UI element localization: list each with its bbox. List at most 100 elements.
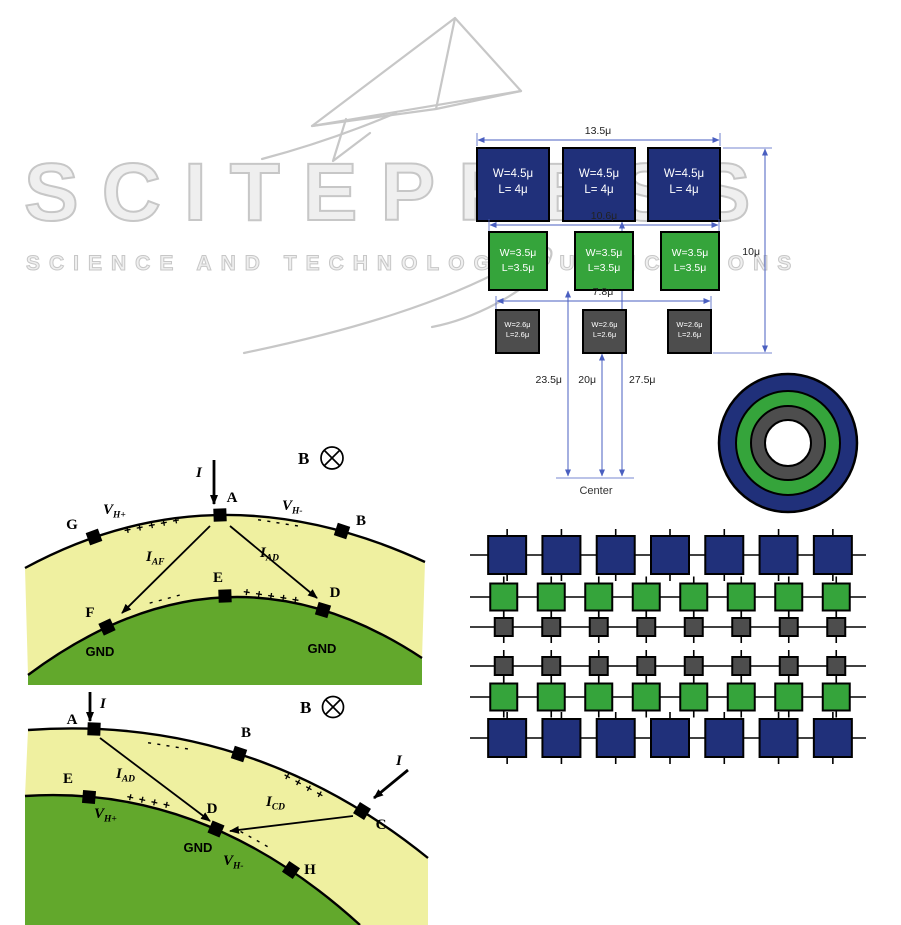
blue-device-square bbox=[647, 147, 721, 222]
v-minus-base: V bbox=[223, 853, 235, 869]
blue-row-bottom bbox=[470, 712, 866, 764]
dim-label-23-5: 23.5μ bbox=[536, 374, 563, 386]
contact-g bbox=[85, 528, 103, 546]
device-cell bbox=[489, 682, 519, 712]
contact-a bbox=[87, 722, 101, 736]
minus-charges-outer: - - - - - bbox=[257, 512, 301, 532]
v-minus-sub: H- bbox=[291, 507, 303, 517]
device-cell bbox=[650, 535, 690, 575]
point-label-b: B bbox=[356, 513, 366, 529]
contact-h bbox=[281, 860, 301, 880]
plane-fold-lines bbox=[310, 16, 523, 128]
icd-base: I bbox=[265, 794, 273, 810]
gray-l-label: L=2.6μ bbox=[678, 330, 701, 339]
device-cell bbox=[726, 582, 756, 612]
device-cell bbox=[487, 535, 528, 575]
blue-device-row: W=4.5μ L= 4μ W=4.5μ L= 4μ W=4.5μ L= 4μ bbox=[476, 147, 721, 222]
device-cell bbox=[758, 535, 799, 575]
point-label-g: G bbox=[66, 517, 78, 533]
blue-l-label: L= 4μ bbox=[498, 184, 527, 196]
iad-sub: AD bbox=[121, 775, 135, 785]
v-plus-base: V bbox=[94, 806, 106, 822]
plane-wing-outline bbox=[310, 16, 523, 128]
v-minus-sub: H- bbox=[232, 862, 244, 872]
gray-w-label: W=2.6μ bbox=[676, 320, 702, 329]
device-cell bbox=[631, 682, 661, 712]
iaf-sub: AF bbox=[151, 558, 165, 568]
device-cell bbox=[631, 582, 661, 612]
icd-sub: CD bbox=[272, 803, 285, 813]
device-cell bbox=[584, 582, 614, 612]
contact-d bbox=[207, 820, 225, 838]
gray-device-square bbox=[582, 309, 627, 354]
b-into-page-icon bbox=[321, 695, 345, 719]
green-w-label: W=3.5μ bbox=[500, 247, 537, 259]
blue-w-label: W=4.5μ bbox=[579, 168, 619, 180]
center-hole bbox=[764, 419, 812, 467]
current-arrow-cd bbox=[229, 815, 354, 834]
point-label-f: F bbox=[85, 605, 94, 621]
device-cell bbox=[821, 682, 851, 712]
inner-surface-arc bbox=[24, 793, 361, 925]
current-label-iad: IAD bbox=[115, 766, 135, 785]
point-label-a: A bbox=[67, 712, 78, 728]
device-cell bbox=[758, 718, 799, 758]
dim-width-gray: 7.8μ bbox=[495, 286, 712, 309]
current-label-i-c: I bbox=[395, 753, 403, 769]
outer-band-yellow bbox=[25, 728, 428, 925]
b-field-label: B bbox=[298, 449, 309, 468]
blue-l-label: L= 4μ bbox=[584, 184, 613, 196]
device-sizing-figure: 23.5μ 20μ 27.5μ Center 13.5μ W=4.5μ L= 4… bbox=[476, 125, 772, 497]
contact-b bbox=[333, 522, 351, 540]
green-w-label: W=3.5μ bbox=[586, 247, 623, 259]
plane-tail-fin bbox=[331, 117, 372, 163]
blue-l-label: L= 4μ bbox=[669, 184, 698, 196]
current-label-icd: ICD bbox=[265, 794, 285, 813]
dim-label-20: 20μ bbox=[578, 374, 596, 386]
device-cell bbox=[636, 656, 657, 676]
current-label-i-a: I bbox=[99, 696, 107, 712]
dim-width-blue: 13.5μ bbox=[476, 125, 721, 146]
gray-l-label: L=2.6μ bbox=[593, 330, 616, 339]
dim-label-27-5: 27.5μ bbox=[629, 374, 656, 386]
device-cell bbox=[541, 718, 582, 758]
v-hall-minus-label: VH- bbox=[282, 498, 303, 517]
device-cell bbox=[493, 656, 514, 676]
current-label-i: I bbox=[195, 465, 203, 481]
green-row-bottom bbox=[470, 676, 866, 718]
green-w-label: W=3.5μ bbox=[672, 247, 709, 259]
array-rows bbox=[470, 529, 866, 764]
green-row-top bbox=[470, 576, 866, 618]
device-cell bbox=[778, 617, 799, 637]
current-arrow-c bbox=[373, 768, 409, 800]
iad-base: I bbox=[115, 766, 123, 782]
dim-label-10u: 10μ bbox=[742, 246, 760, 258]
iad-sub: AD bbox=[265, 554, 279, 564]
blue-w-label: W=4.5μ bbox=[493, 168, 533, 180]
v-hall-plus-label: VH+ bbox=[94, 806, 117, 825]
green-device-square bbox=[488, 231, 548, 291]
dim-distance-gray: 20μ bbox=[578, 353, 605, 477]
contact-d bbox=[314, 601, 332, 619]
dim-height: 10μ bbox=[713, 147, 772, 354]
device-cell bbox=[588, 656, 609, 676]
point-label-d: D bbox=[330, 585, 341, 601]
b-field-symbol: B bbox=[300, 695, 345, 719]
device-cell bbox=[636, 617, 657, 637]
point-label-d: D bbox=[207, 801, 218, 817]
plane-swoosh bbox=[260, 111, 398, 161]
b-icon-x2 bbox=[323, 449, 341, 467]
v-minus-base: V bbox=[282, 498, 294, 514]
v-plus-sub: H+ bbox=[112, 511, 126, 521]
gray-w-label: W=2.6μ bbox=[591, 320, 617, 329]
b-into-page-icon bbox=[320, 446, 344, 470]
device-cell bbox=[493, 617, 514, 637]
device-cell bbox=[541, 617, 562, 637]
iad-base: I bbox=[259, 545, 267, 561]
device-cell bbox=[704, 535, 745, 575]
gray-row-bottom bbox=[470, 650, 866, 682]
gray-l-label: L=2.6μ bbox=[506, 330, 529, 339]
v-hall-plus-label: VH+ bbox=[103, 502, 126, 521]
device-cell bbox=[778, 656, 799, 676]
